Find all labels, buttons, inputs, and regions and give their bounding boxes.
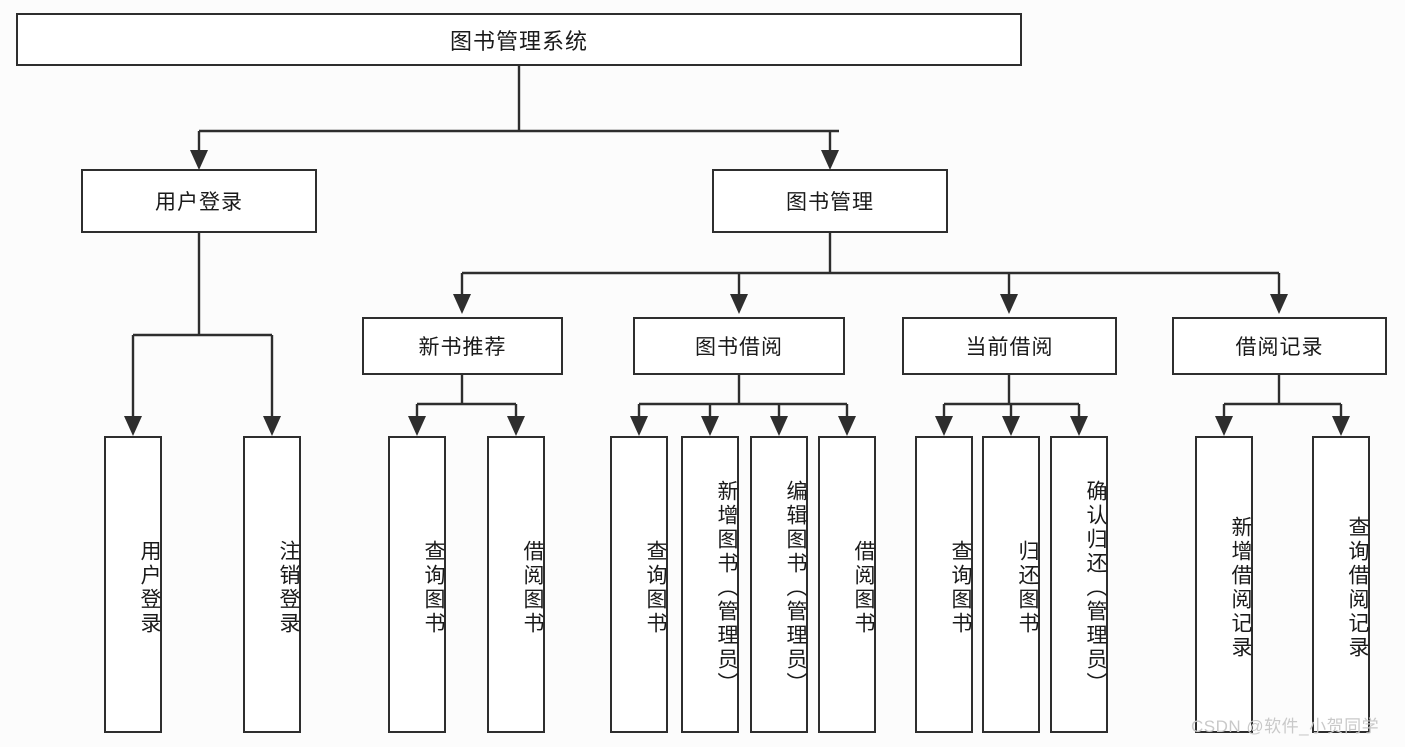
node-label: 查询图书: [949, 539, 972, 636]
node-label: 编辑图书（管理员）: [784, 479, 807, 696]
node-current-borrow[interactable]: 当前借阅: [902, 317, 1117, 375]
leaf-book-borrow-add[interactable]: 新增图书（管理员）: [681, 436, 739, 733]
node-label: 新增图书（管理员）: [715, 479, 738, 696]
node-new-book-recommend[interactable]: 新书推荐: [362, 317, 563, 375]
leaf-user-login-login[interactable]: 用户登录: [104, 436, 162, 733]
node-label: 用户登录: [138, 539, 161, 636]
node-label: 借阅图书: [521, 539, 544, 636]
leaf-user-login-logout[interactable]: 注销登录: [243, 436, 301, 733]
node-label: 图书管理系统: [449, 28, 588, 54]
node-label: 借阅图书: [852, 539, 875, 636]
node-label: 图书借阅: [695, 336, 783, 359]
node-borrow-records[interactable]: 借阅记录: [1172, 317, 1387, 375]
node-label: 新增借阅记录: [1229, 515, 1252, 660]
leaf-book-borrow-borrow[interactable]: 借阅图书: [818, 436, 876, 733]
node-label: 查询借阅记录: [1346, 515, 1369, 660]
leaf-current-borrow-return[interactable]: 归还图书: [982, 436, 1040, 733]
leaf-book-borrow-query[interactable]: 查询图书: [610, 436, 668, 733]
node-label: 确认归还（管理员）: [1084, 479, 1107, 696]
node-label: 归还图书: [1016, 539, 1039, 636]
node-label: 用户登录: [155, 191, 243, 214]
node-root-book-management-system[interactable]: 图书管理系统: [16, 13, 1022, 66]
node-user-login[interactable]: 用户登录: [81, 169, 317, 233]
leaf-current-borrow-query[interactable]: 查询图书: [915, 436, 973, 733]
node-book-management[interactable]: 图书管理: [712, 169, 948, 233]
csdn-watermark: CSDN @软件_小贺同学: [1191, 717, 1380, 736]
leaf-new-book-query[interactable]: 查询图书: [388, 436, 446, 733]
leaf-book-borrow-edit[interactable]: 编辑图书（管理员）: [750, 436, 808, 733]
leaf-new-book-borrow[interactable]: 借阅图书: [487, 436, 545, 733]
node-label: 注销登录: [277, 539, 300, 636]
node-label: 当前借阅: [965, 336, 1054, 359]
node-label: 图书管理: [786, 191, 874, 214]
node-label: 借阅记录: [1235, 336, 1324, 359]
node-book-borrow[interactable]: 图书借阅: [633, 317, 845, 375]
leaf-borrow-record-add[interactable]: 新增借阅记录: [1195, 436, 1253, 733]
node-label: 查询图书: [422, 539, 445, 636]
node-label: 新书推荐: [418, 336, 507, 359]
leaf-current-borrow-confirm-return[interactable]: 确认归还（管理员）: [1050, 436, 1108, 733]
leaf-borrow-record-query[interactable]: 查询借阅记录: [1312, 436, 1370, 733]
node-label: 查询图书: [644, 539, 667, 636]
